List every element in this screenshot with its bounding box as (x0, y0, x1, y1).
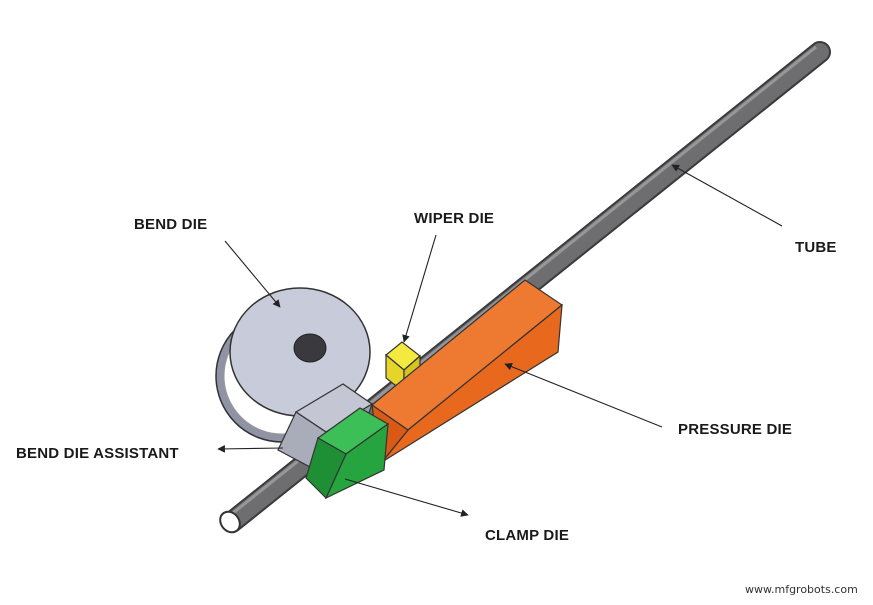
watermark-text: www.mfgrobots.com (745, 583, 858, 596)
label-pressure-die: PRESSURE DIE (678, 421, 793, 438)
arrow-pressure-die (504, 363, 663, 428)
leader-arrows (217, 164, 783, 517)
arrow-tube (671, 164, 783, 227)
label-tube: TUBE (795, 239, 837, 256)
label-wiper-die: WIPER DIE (414, 210, 495, 227)
clamp-die (305, 407, 390, 500)
arrow-bend-die (224, 240, 281, 308)
label-bend-die-assistant: BEND DIE ASSISTANT (16, 445, 179, 462)
arrow-bend-die-assistant (217, 445, 284, 453)
label-bend-die: BEND DIE (134, 216, 208, 233)
label-clamp-die: CLAMP DIE (485, 527, 570, 544)
arrow-clamp-die (344, 478, 469, 517)
bend-die (215, 287, 371, 443)
arrow-wiper-die (402, 234, 437, 343)
